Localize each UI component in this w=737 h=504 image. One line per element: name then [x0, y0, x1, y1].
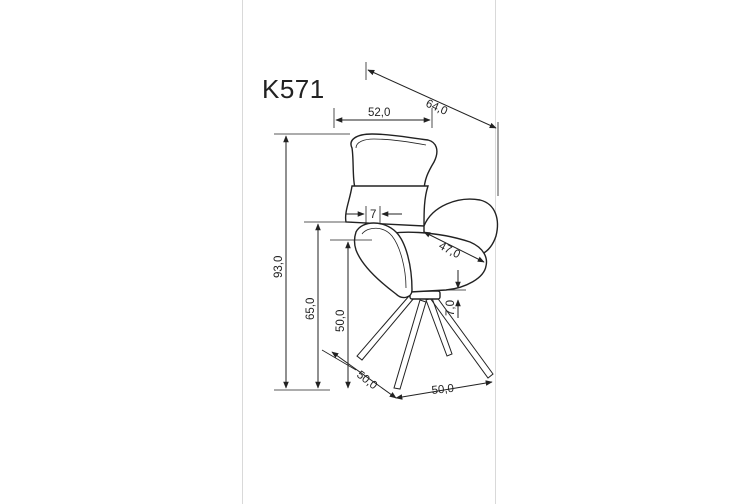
backrest	[344, 185, 429, 227]
label-total-height: 93,0	[273, 256, 285, 278]
label-base-depth: 50,0	[354, 369, 379, 392]
dim-seat-width: 52,0	[333, 107, 433, 128]
label-overall-depth: 64,0	[424, 98, 449, 118]
dim-total-height: 93,0	[273, 133, 350, 391]
label-base-width: 50,0	[431, 383, 455, 397]
dim-armrest-offset: 7	[346, 206, 402, 224]
sheet-frame	[242, 0, 496, 504]
headrest	[350, 133, 438, 193]
label-armrest-height: 65,0	[305, 298, 317, 320]
armrest-front	[353, 222, 413, 299]
dim-seat-thickness: 7,0	[445, 270, 466, 318]
label-armrest-offset: 7	[370, 209, 376, 221]
label-seat-thickness: 7,0	[445, 300, 457, 316]
headrest-inner	[355, 138, 427, 149]
chair-outline	[344, 133, 499, 390]
model-code: K571	[262, 74, 325, 104]
label-seat-width: 52,0	[368, 107, 390, 119]
label-seat-height: 50,0	[335, 310, 347, 332]
leg-front-left	[393, 299, 427, 390]
dim-armrest-height: 65,0	[304, 221, 352, 389]
armrest-front-inner	[361, 227, 407, 289]
dim-base-width: 50,0	[395, 380, 493, 400]
